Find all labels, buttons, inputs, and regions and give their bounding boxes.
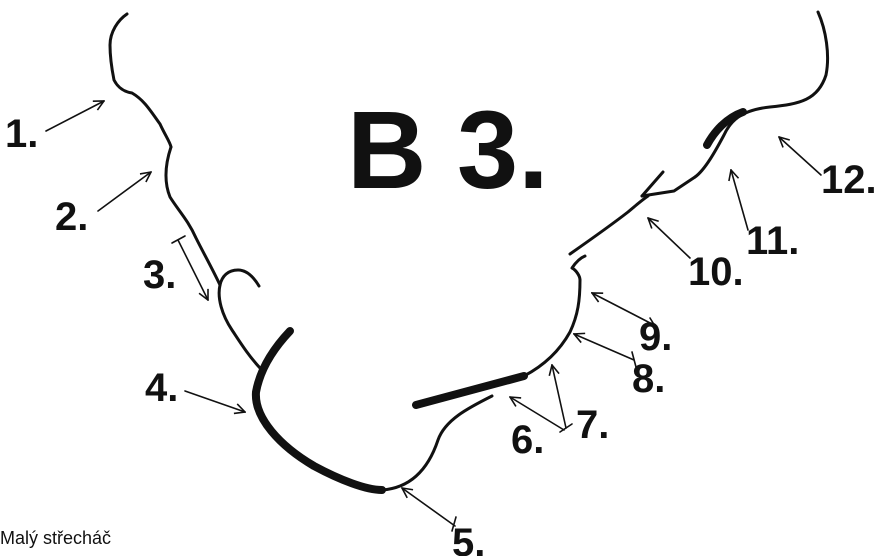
arrow-6-7-tick: [559, 423, 573, 433]
right-wall-middle-line: [568, 194, 650, 256]
left-wall-middle-line: [164, 145, 222, 287]
arrow-9: [592, 293, 655, 326]
thick-left-curve: [251, 327, 386, 494]
label-3: 3.: [143, 253, 176, 297]
right-wall-lower-line: [522, 278, 582, 378]
arrow-3: [177, 239, 209, 300]
right-wall-upper-line: [693, 10, 830, 179]
diagram-title: B 3.: [347, 89, 549, 212]
label-9: 9.: [639, 315, 672, 359]
arrow-2: [97, 172, 151, 212]
step-ledge-line: [640, 175, 697, 198]
arrow-11: [731, 170, 749, 231]
arrow-4: [184, 390, 245, 412]
arrow-6: [510, 397, 565, 431]
label-7: 7.: [576, 403, 609, 447]
arrow-3-tick: [171, 235, 186, 244]
ledge-hook-line: [218, 268, 261, 288]
label-6: 6.: [511, 418, 544, 462]
caption: Malý střecháč: [0, 528, 112, 548]
arrow-10: [648, 218, 691, 259]
right-wall: [522, 10, 830, 378]
label-5: 5.: [452, 521, 485, 556]
arrows: [45, 101, 822, 532]
number-labels: 1. 2. 3. 4. 5. 6. 7. 8. 9. 10. 11. 12.: [5, 112, 877, 556]
arrow-12: [779, 137, 822, 176]
label-1: 1.: [5, 112, 38, 156]
label-12: 12.: [821, 158, 877, 202]
arrow-7: [552, 365, 567, 429]
left-wall-lower-line: [217, 283, 262, 370]
step-line: [640, 170, 665, 198]
label-10: 10.: [688, 250, 744, 294]
arrow-1: [45, 101, 104, 132]
bottom-profile: [251, 327, 528, 494]
arrow-5-tick: [451, 516, 457, 532]
thick-bar: [412, 372, 528, 409]
label-4: 4.: [145, 366, 178, 410]
arrow-8-tick: [631, 351, 637, 368]
left-wall-top-line: [108, 12, 173, 149]
label-8: 8.: [632, 357, 665, 401]
bottom-right-line: [380, 394, 494, 492]
label-11: 11.: [746, 219, 799, 263]
small-hook-line: [570, 254, 587, 282]
thick-upper-segment: [703, 108, 747, 149]
arrow-9-tick: [649, 317, 659, 332]
left-wall: [108, 12, 262, 370]
label-2: 2.: [55, 195, 88, 239]
arrow-5: [402, 488, 456, 527]
arrow-8: [574, 334, 635, 361]
